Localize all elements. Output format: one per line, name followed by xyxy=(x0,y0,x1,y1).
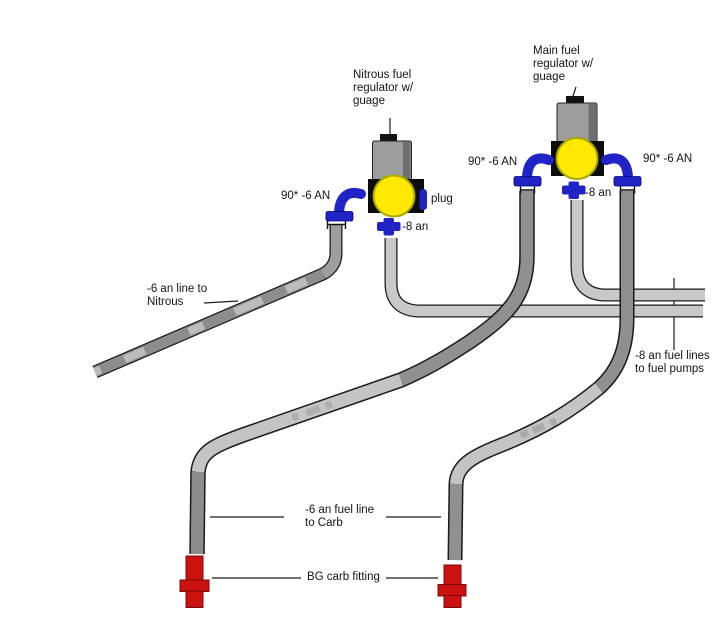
regulator-top-cap xyxy=(566,96,584,104)
label-line: Nitrous fuel xyxy=(353,69,412,81)
right-elbow-fitting-90deg xyxy=(601,153,633,182)
regulator-body-shade xyxy=(403,142,411,180)
gauge-face xyxy=(555,137,599,180)
main-regulator-pointer xyxy=(571,86,577,100)
hose-body-upper xyxy=(320,224,342,279)
main-outlet-label: -8 an xyxy=(585,187,612,199)
elbow-fitting-90deg xyxy=(334,188,366,217)
hose-body-dark xyxy=(398,191,534,386)
label-line: guage xyxy=(533,71,565,83)
label-line: -8 an fuel lines xyxy=(635,350,710,362)
nitrous-elbow-label: 90* -6 AN xyxy=(281,190,331,202)
regulator-top-cap xyxy=(380,134,397,142)
hose-body-lower xyxy=(190,471,205,555)
left-elbow-flange xyxy=(513,176,542,187)
nitrous-regulator-label: Nitrous fuel regulator w/ guage xyxy=(353,69,413,108)
left-hose-clamp xyxy=(519,186,536,194)
regulator-body-shade xyxy=(588,104,596,143)
left-carb-fitting xyxy=(179,555,210,608)
label-line: -6 an line to xyxy=(147,283,208,295)
nitrous-regulator xyxy=(325,134,427,236)
nitrous-line-pointer xyxy=(203,300,239,304)
outlet-fitting-8an-v xyxy=(568,181,579,199)
right-carb-hose xyxy=(447,191,635,561)
hose-body-dark xyxy=(594,191,633,393)
label-line: -6 an fuel line xyxy=(305,504,375,516)
nitrous-outlet-label: -8 an xyxy=(402,221,429,233)
plug-label: plug xyxy=(431,193,453,205)
carb-line-label: -6 an fuel line to Carb xyxy=(305,504,374,530)
nitrous-hose-clamp xyxy=(326,220,347,229)
main-outlet-hose xyxy=(570,200,705,302)
left-carb-hose xyxy=(189,191,535,555)
label-line: Nitrous xyxy=(147,296,184,308)
hose-clamp-marks xyxy=(326,186,636,229)
fitting-bottom xyxy=(185,590,204,608)
right-hose-clamp xyxy=(619,186,636,194)
nitrous-outlet-hose xyxy=(384,238,703,318)
watermark-smudge xyxy=(508,417,558,444)
hose-body-light xyxy=(191,374,404,474)
hose-body-lower xyxy=(449,483,462,561)
fitting-bottom xyxy=(443,595,462,608)
hose-outline xyxy=(189,191,535,555)
hose-body xyxy=(385,238,703,317)
hose-outline xyxy=(570,200,705,302)
main-right-elbow-label: 90* -6 AN xyxy=(643,153,693,165)
hose-outline xyxy=(92,224,343,378)
right-carb-fitting xyxy=(437,564,467,608)
right-elbow-flange xyxy=(613,176,642,187)
outlet-fitting-8an-v xyxy=(383,218,394,236)
plug-fitting xyxy=(419,189,427,210)
watermark-mottling xyxy=(93,270,325,376)
label-line: guage xyxy=(353,95,385,107)
fitting-hex-nut xyxy=(179,579,210,592)
fitting-top xyxy=(185,555,204,582)
main-left-elbow-label: 90* -6 AN xyxy=(468,156,518,168)
label-line: Main fuel xyxy=(533,45,580,57)
label-line: regulator w/ xyxy=(533,58,594,70)
nitrous-line-label: -6 an line to Nitrous xyxy=(147,283,207,309)
label-line: to fuel pumps xyxy=(635,363,705,375)
fitting-hex-nut xyxy=(437,584,467,597)
fitting-top xyxy=(443,564,462,586)
left-elbow-fitting-90deg xyxy=(522,153,554,182)
main-regulator xyxy=(513,96,642,199)
nitrous-supply-hose xyxy=(92,224,343,378)
bg-carb-fitting-label: BG carb fitting xyxy=(307,571,380,583)
hose-body xyxy=(571,200,705,301)
label-line: to Carb xyxy=(305,517,343,529)
label-line: regulator w/ xyxy=(353,82,414,94)
gauge-face xyxy=(372,174,416,218)
hose-body-light xyxy=(450,383,603,485)
label-pointer-lines xyxy=(203,86,577,579)
watermark-smudge xyxy=(250,400,334,436)
hose-outline xyxy=(447,191,635,561)
main-regulator-label: Main fuel regulator w/ guage xyxy=(533,45,593,84)
elbow-flange xyxy=(325,211,354,222)
pump-lines-label: -8 an fuel lines to fuel pumps xyxy=(635,350,710,376)
